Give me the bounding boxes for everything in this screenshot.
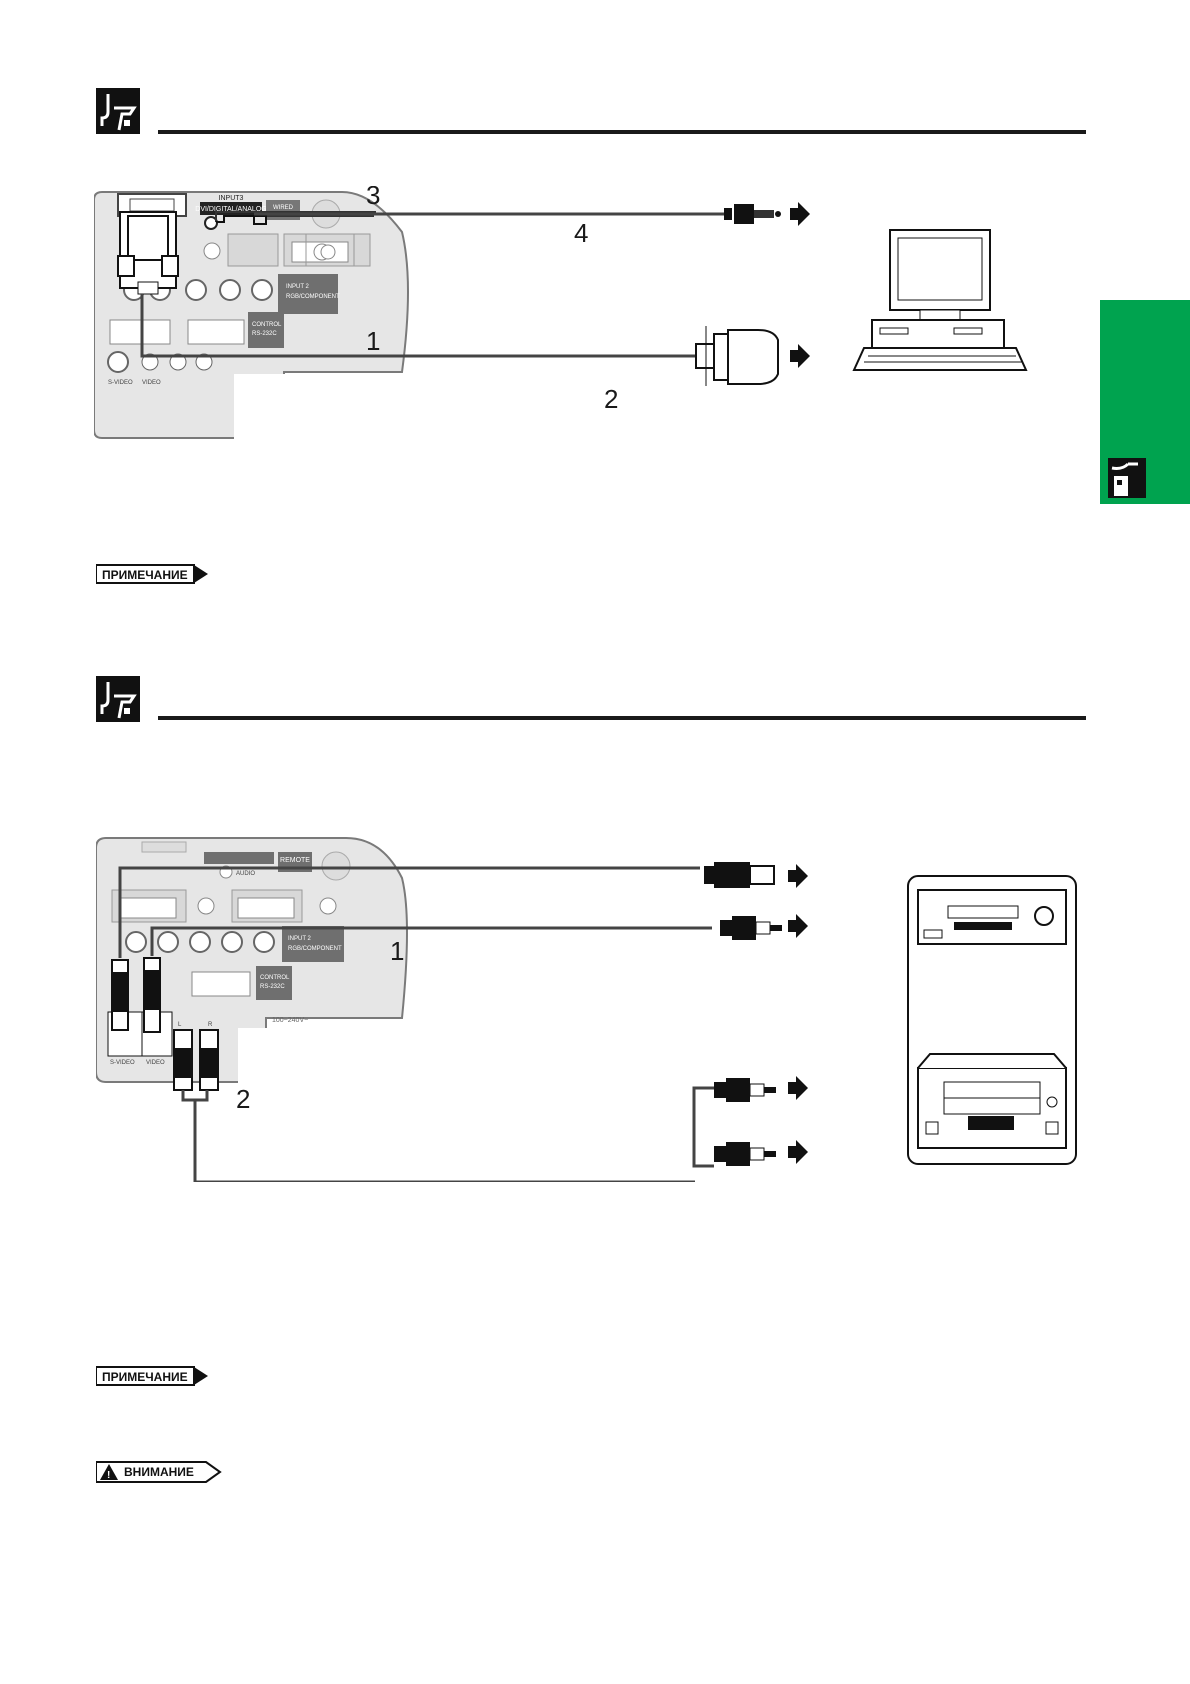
section-divider xyxy=(158,716,1086,720)
caution-badge: ! ВНИМАНИЕ xyxy=(96,1461,222,1483)
arrow-icon xyxy=(790,344,810,368)
control-label: CONTROL xyxy=(260,975,290,981)
video-connection-diagram: REMOTE AUDIO INPUT 2 RGB/COMPONENT CONTR… xyxy=(96,837,1077,1182)
caution-label: ВНИМАНИЕ xyxy=(124,1465,194,1479)
callout-2: 2 xyxy=(236,1084,250,1114)
rgb-component-label: RGB/COMPONENT xyxy=(288,946,342,952)
svideo-label: S-VIDEO xyxy=(110,1060,135,1066)
rgb-dsub-plug xyxy=(695,326,779,386)
arrow-icon xyxy=(790,202,810,226)
video-label: VIDEO xyxy=(146,1060,165,1066)
note-label: ПРИМЕЧАНИЕ xyxy=(102,1370,188,1384)
callout-2: 2 xyxy=(604,384,618,414)
input3-label: DVI/DIGITAL/ANALOG xyxy=(195,206,266,213)
section-divider xyxy=(158,130,1086,134)
audio-end-plug-left xyxy=(714,1078,776,1102)
computer-icon xyxy=(852,229,1028,371)
wired-label: WIRED xyxy=(273,205,294,211)
svideo-end-plug xyxy=(704,862,775,888)
note-badge: ПРИМЕЧАНИЕ xyxy=(96,1366,208,1386)
arrow-icon xyxy=(788,1076,808,1100)
callout-3: 3 xyxy=(366,186,380,210)
connection-section-icon xyxy=(96,676,140,722)
input3-title: INPUT3 xyxy=(219,195,244,202)
rgb-component-label: RGB/COMPONENT xyxy=(286,294,340,300)
rgb-cable-plug xyxy=(117,211,179,295)
video-label: VIDEO xyxy=(142,380,161,386)
note-label: ПРИМЕЧАНИЕ xyxy=(102,568,188,582)
computer-connection-diagram: DVI/DIGITAL/ANALOG INPUT3 WIRED REMOTE I… xyxy=(94,186,1028,444)
remote-label: REMOTE xyxy=(280,857,310,864)
voltage-label: 100~240V~ xyxy=(272,1017,308,1024)
rs232c-label: RS-232C xyxy=(252,331,277,337)
dvd-player-icon xyxy=(917,1053,1067,1149)
video-equipment-box xyxy=(907,875,1077,1165)
svg-text:!: ! xyxy=(107,1470,110,1481)
callout-1: 1 xyxy=(366,326,380,356)
input2-label: INPUT 2 xyxy=(288,936,312,942)
warning-icon xyxy=(100,1464,118,1480)
svideo-plug xyxy=(111,959,129,1031)
audio-left-label: L xyxy=(178,1022,182,1028)
vcr-icon xyxy=(917,889,1067,945)
audio-label: AUDIO xyxy=(236,871,255,877)
video-end-plug xyxy=(720,916,782,940)
connection-tab-icon xyxy=(1108,458,1146,498)
arrow-icon xyxy=(788,914,808,938)
video-plug xyxy=(143,957,161,1033)
audio-right-label: R xyxy=(208,1022,213,1028)
callout-4: 4 xyxy=(574,218,588,248)
input2-label: INPUT 2 xyxy=(286,284,310,290)
control-label: CONTROL xyxy=(252,322,282,328)
connection-section-icon xyxy=(96,88,140,134)
audio-end-plug-right xyxy=(714,1142,776,1166)
audio-mini-plug xyxy=(724,204,781,224)
arrow-icon xyxy=(788,864,808,888)
projector-rear-panel: REMOTE AUDIO INPUT 2 RGB/COMPONENT CONTR… xyxy=(96,837,408,1088)
callout-1: 1 xyxy=(390,936,404,966)
note-badge: ПРИМЕЧАНИЕ xyxy=(96,564,208,584)
rs232c-label: RS-232C xyxy=(260,984,285,990)
svideo-label: S-VIDEO xyxy=(108,380,133,386)
arrow-icon xyxy=(788,1140,808,1164)
